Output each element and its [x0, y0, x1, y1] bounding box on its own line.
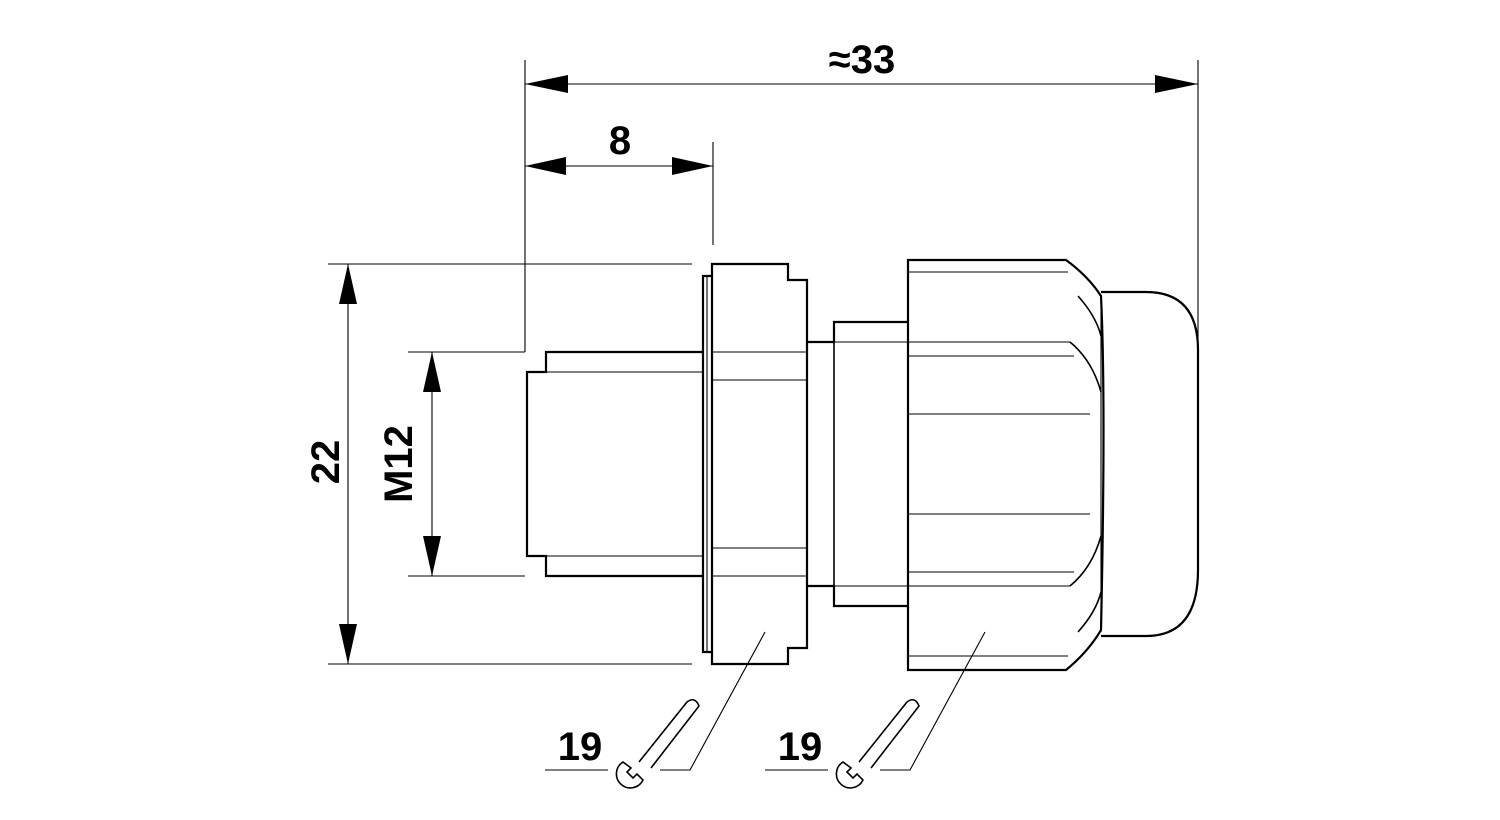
- thread-size-label: M12: [377, 425, 421, 503]
- body-hex-nut: [710, 262, 809, 666]
- dimension-thread-size: M12: [377, 351, 525, 577]
- gland-neck: [807, 320, 908, 608]
- threaded-spigot: [525, 350, 703, 578]
- cap-nut: [906, 258, 1105, 672]
- wrench-size-right: 19: [778, 698, 920, 789]
- sealing-washer: [701, 274, 712, 654]
- overall-length-label: ≈33: [829, 38, 895, 82]
- wrench-size-left-label: 19: [558, 725, 603, 769]
- dimension-overall-length: ≈33: [524, 38, 1199, 352]
- leader-lines: [545, 631, 986, 771]
- dimension-outer-height: 22: [304, 263, 692, 665]
- outer-height-label: 22: [304, 440, 348, 485]
- dome-seal: [1101, 290, 1200, 638]
- wrench-size-right-label: 19: [778, 725, 823, 769]
- dimension-thread-length: 8: [525, 119, 714, 245]
- wrench-size-left: 19: [558, 698, 700, 789]
- thread-length-label: 8: [609, 119, 631, 163]
- wrench-icon: [615, 698, 700, 789]
- wrench-icon: [835, 698, 920, 789]
